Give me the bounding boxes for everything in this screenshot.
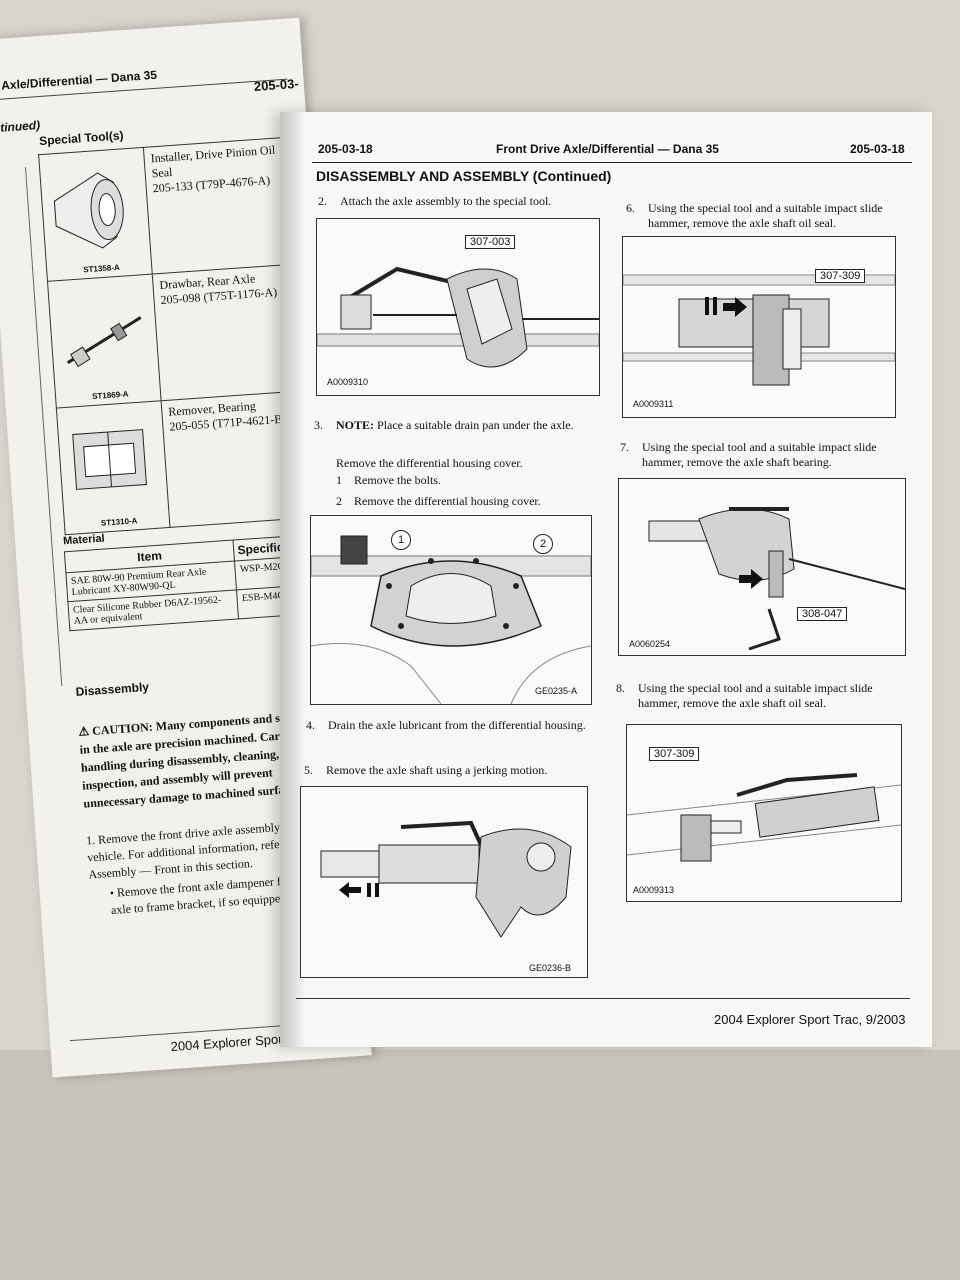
table-row: ST1358-A Installer, Drive Pinion Oil Sea… [38,137,296,282]
step-number: 2. [318,194,327,208]
figure-seal-removal-2: 307-309 A0009313 [626,724,902,902]
warning-icon: ⚠ [78,723,93,739]
step-number: 1. [85,832,96,848]
figure-code: GE0235-A [535,686,578,696]
step-number: 5. [304,763,313,777]
tool-illustration: ST1869-A [47,274,162,409]
figure-axle-shaft-removal: GE0236-B [300,786,588,978]
figure-code: A0009311 [633,399,674,409]
material-title: Material [62,532,106,548]
step-number: 7. [620,440,629,454]
step-number: 8. [616,681,625,695]
tool-code: ST1310-A [100,516,138,528]
figure-code: A0009313 [633,885,675,895]
step-6: 6. Using the special tool and a suitable… [626,201,896,231]
continued-label: tinued) [0,118,41,135]
figure-bearing-removal: 308-047 A0060254 [618,478,906,656]
figure-axle-on-tool: 307-003 A0009310 [316,218,600,396]
note-label: NOTE: [336,418,375,432]
figure-code: A0009310 [327,377,369,387]
step-5: 5. Remove the axle shaft using a jerking… [304,763,590,778]
differential-cover-icon [311,535,591,704]
figure-code: A0060254 [629,639,671,649]
tool-illustration: ST1358-A [38,147,153,282]
tool-code: ST1869-A [91,389,129,402]
step-text: Remove the differential housing cover. [354,494,541,508]
tool-callout: 308-047 [797,607,848,621]
step-text: Remove the bolts. [354,473,441,487]
step-text: Drain the axle lubricant from the differ… [328,718,586,732]
step-3: 3. NOTE: Place a suitable drain pan unde… [314,418,594,433]
step-text: Remove the differential housing cover. [336,456,523,470]
axle-shaft-slide-hammer-icon [320,820,572,938]
axle-holding-fixture-icon [317,266,599,368]
step-2: 2. Attach the axle assembly to the speci… [318,194,588,209]
step-number: 6. [626,201,635,215]
tool-callout: 307-309 [649,747,700,761]
bearing-puller-icon [648,507,905,651]
page-footer: 2004 Explorer Sport Trac, 9/2003 [714,1012,906,1027]
drawbar-icon [66,316,142,368]
footer-rule [296,998,910,999]
special-tools-title: Special Tool(s) [38,128,124,149]
step-4: 4. Drain the axle lubricant from the dif… [306,718,586,733]
step-8: 8. Using the special tool and a suitable… [616,681,896,711]
header-rule [312,162,912,163]
tool-illustration: ST1310-A [56,400,170,535]
step-3-sub-2: 2 Remove the differential housing cover. [336,494,594,509]
left-page: Axle/Differential — Dana 35 205-03- tinu… [0,17,372,1078]
seal-puller-icon [627,773,901,862]
table-surface [0,1050,960,1280]
step-text: Using the special tool and a suitable im… [642,440,877,469]
header-page-left: 205-03-18 [318,142,373,156]
step-text: Remove the axle shaft using a jerking mo… [326,763,548,777]
figure-seal-removal: 307-309 A0009311 [622,236,896,418]
callout-1: 1 [391,530,411,550]
disassembly-title: Disassembly [75,679,150,699]
step-text: Attach the axle assembly to the special … [340,194,552,208]
step-text: Using the special tool and a suitable im… [638,681,873,710]
step-number: 2 [336,494,342,508]
seal-installer-icon [53,172,124,249]
figure-housing-cover: 1 2 GE0235-A [310,515,592,705]
figure-code: GE0236-B [529,963,572,973]
step-3-text: NOTE: Place a suitable drain pan under t… [336,418,594,433]
section-title: DISASSEMBLY AND ASSEMBLY (Continued) [316,168,612,184]
table-row: ST1310-A Remover, Bearing 205-055 (T71P-… [56,390,314,535]
callout-2: 2 [533,534,553,554]
tool-callout: 307-003 [465,235,516,249]
bearing-remover-icon [72,429,147,490]
step-text: Using the special tool and a suitable im… [648,201,883,230]
seal-puller-icon [623,274,895,386]
step-3-sub-1: 1 Remove the bolts. [336,473,594,488]
step-number: 4. [306,718,315,732]
tool-description: Installer, Drive Pinion Oil Seal 205-133… [143,137,296,275]
header-title: Front Drive Axle/Differential — Dana 35 [496,142,719,156]
header-page-right: 205-03-18 [850,142,905,156]
step-7: 7. Using the special tool and a suitable… [620,440,894,470]
tool-code: ST1358-A [82,262,120,275]
special-tools-table: ST1358-A Installer, Drive Pinion Oil Sea… [38,137,314,536]
step-number: 3. [314,418,323,432]
step-text: Place a suitable drain pan under the axl… [377,418,574,432]
step-3a: Remove the differential housing cover. [314,456,594,471]
step-number: 1 [336,473,342,487]
table-row: ST1869-A Drawbar, Rear Axle 205-098 (T75… [47,264,305,409]
tool-callout: 307-309 [815,269,866,283]
